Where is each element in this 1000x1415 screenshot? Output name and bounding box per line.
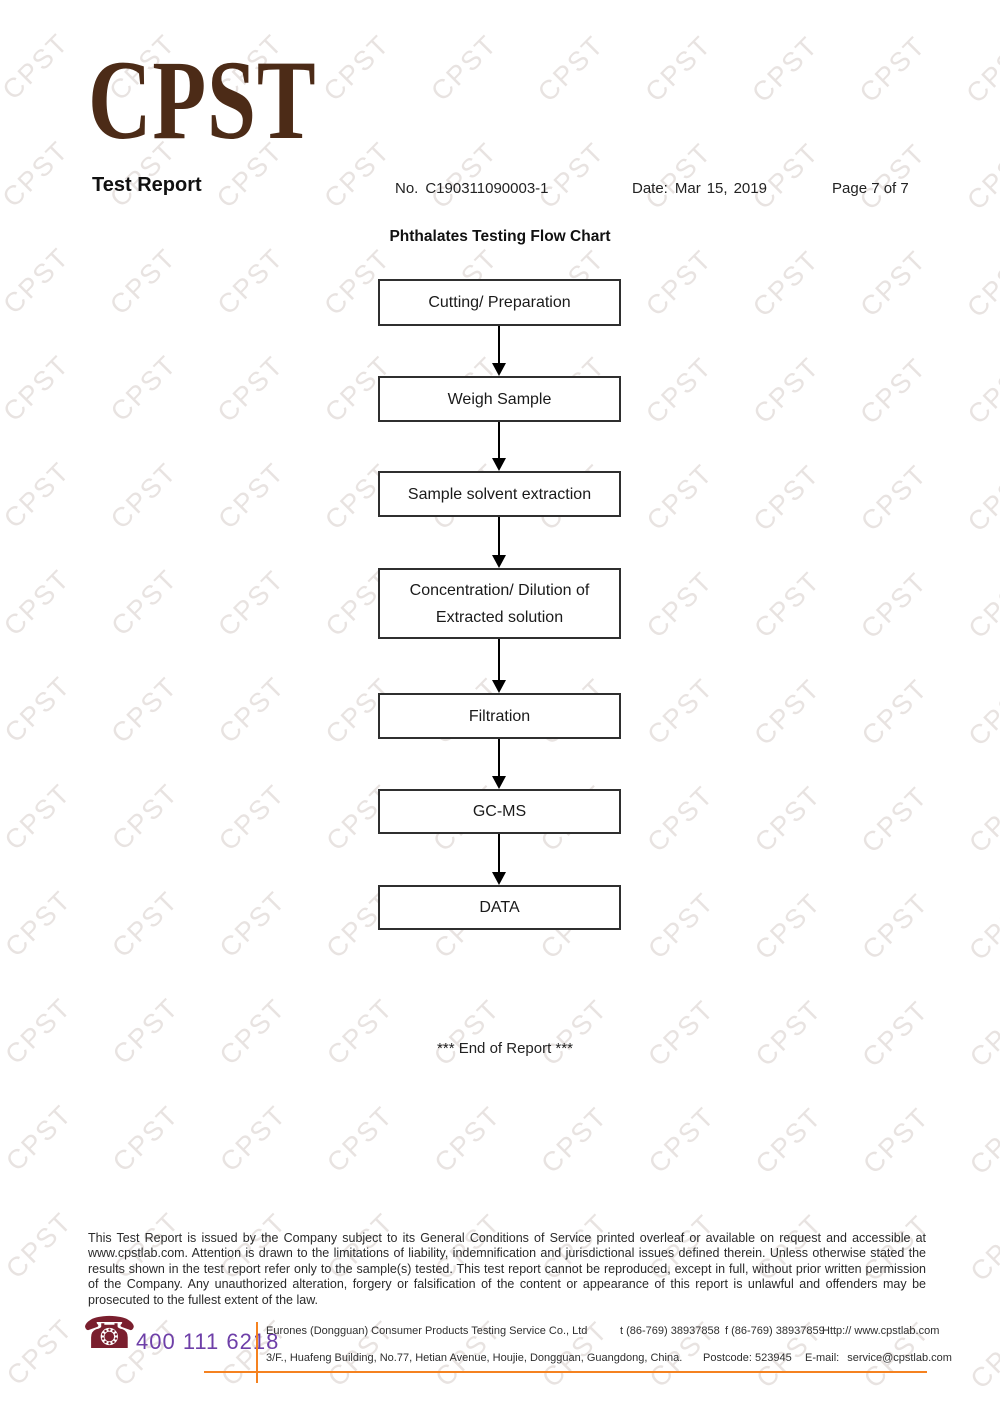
footer-email-value: service@cpstlab.com xyxy=(847,1352,952,1364)
flow-arrow-icon xyxy=(492,739,506,789)
footer-horizontal-divider xyxy=(204,1371,927,1373)
footer-company-name: Eurones (Dongguan) Consumer Products Tes… xyxy=(266,1325,588,1337)
flow-step-concentration-dilution: Concentration/ Dilution of Extracted sol… xyxy=(378,568,621,639)
flow-arrow-icon xyxy=(492,834,506,885)
flow-step-cutting-preparation: Cutting/ Preparation xyxy=(378,279,621,326)
flow-step-data: DATA xyxy=(378,885,621,930)
flow-step-weigh-sample: Weigh Sample xyxy=(378,376,621,422)
flowchart-title: Phthalates Testing Flow Chart xyxy=(389,228,611,245)
flow-step-filtration: Filtration xyxy=(378,693,621,739)
report-date-label: Date: xyxy=(632,180,668,197)
flow-step-gc-ms: GC-MS xyxy=(378,789,621,834)
report-number-value: C190311090003-1 xyxy=(425,180,549,197)
hotline-number: 400 111 6218 xyxy=(136,1329,280,1354)
page-indicator: Page 7 of 7 xyxy=(832,180,909,197)
footer-email: E-mail: service@cpstlab.com xyxy=(805,1352,952,1364)
flow-arrow-icon xyxy=(492,422,506,471)
footer-fax: f (86-769) 38937859 xyxy=(725,1325,825,1337)
footer-postcode: Postcode: 523945 xyxy=(703,1352,792,1364)
report-number: No. C190311090003-1 xyxy=(395,180,549,197)
flow-arrow-icon xyxy=(492,326,506,376)
page-title: Test Report xyxy=(92,174,202,196)
company-logo: CPST xyxy=(88,38,317,163)
footer-telephone: t (86-769) 38937858 xyxy=(620,1325,720,1337)
footer-address: 3/F., Huafeng Building, No.77, Hetian Av… xyxy=(266,1352,683,1364)
flow-arrow-icon xyxy=(492,517,506,568)
legal-disclaimer: This Test Report is issued by the Compan… xyxy=(88,1231,926,1307)
footer-website: Http:// www.cpstlab.com xyxy=(822,1325,940,1337)
telephone-icon: ☎ xyxy=(82,1309,137,1358)
end-of-report-note: *** End of Report *** xyxy=(437,1040,573,1057)
footer-email-label: E-mail: xyxy=(805,1352,840,1364)
report-number-label: No. xyxy=(395,180,419,197)
flow-arrow-icon xyxy=(492,639,506,693)
flow-step-solvent-extraction: Sample solvent extraction xyxy=(378,471,621,517)
footer-vertical-divider xyxy=(256,1322,258,1383)
